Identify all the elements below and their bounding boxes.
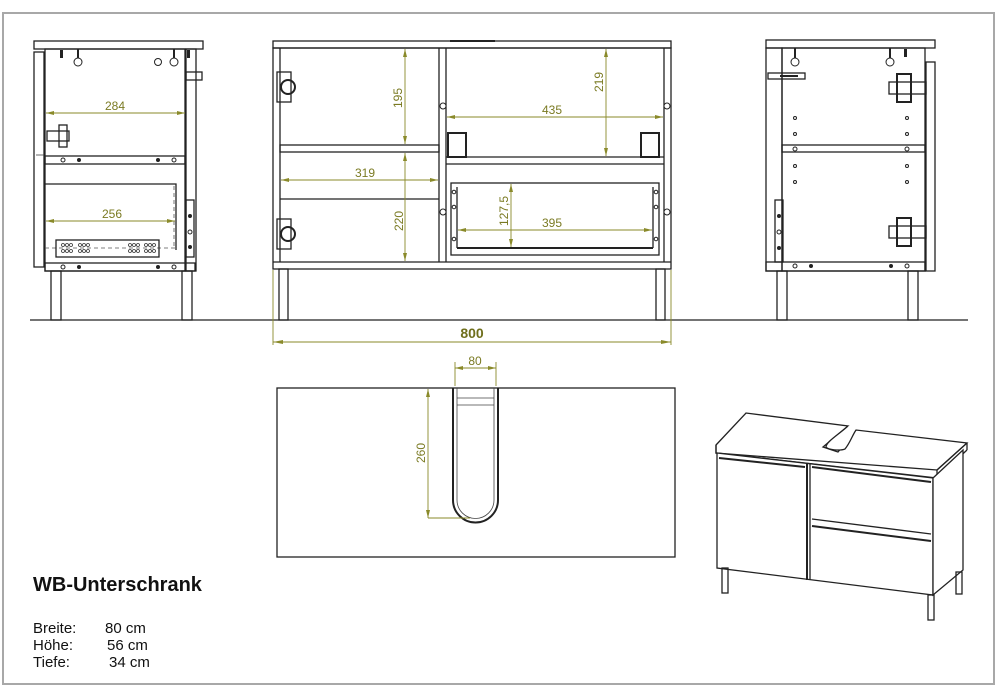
perspective-view [715,412,969,621]
dim-drawer-height: 127,5 [497,196,511,226]
front-view: 195 220 319 219 435 127,5 395 800 [272,40,672,345]
dim-drawer-width: 256 [102,207,122,221]
dim-door-inner-width: 319 [355,166,375,180]
spec-label: Höhe: [33,637,74,654]
dim-right-upper-height: 219 [592,72,606,92]
spec-row-depth: Tiefe: 34 cm [33,654,150,671]
spec-label: Breite: [33,620,77,637]
dim-overall-width: 800 [460,325,484,341]
spec-label: Tiefe: [33,654,70,671]
side-view-right [765,39,936,321]
side-view-left: 284 256 [33,40,204,321]
spec-row-width: Breite: 80 cm [33,620,150,637]
spec-value: 34 cm [109,654,150,671]
spec-row-height: Höhe: 56 cm [33,637,150,654]
dim-upper-width: 284 [105,99,125,113]
dim-cutout-depth: 260 [414,443,428,463]
dim-right-inner-width: 435 [542,103,562,117]
spec-value: 80 cm [105,620,146,637]
spec-list: Breite: 80 cm Höhe: 56 cm Tiefe: 34 cm [33,620,150,671]
drawing-frame [2,12,995,685]
dim-cutout-width: 80 [468,354,482,368]
product-title: WB-Unterschrank [33,574,202,596]
dim-drawer-width: 395 [542,216,562,230]
dim-door-upper-height: 195 [391,88,405,108]
dim-door-lower-height: 220 [392,211,406,231]
spec-value: 56 cm [107,637,148,654]
top-view: 80 260 [276,354,676,558]
